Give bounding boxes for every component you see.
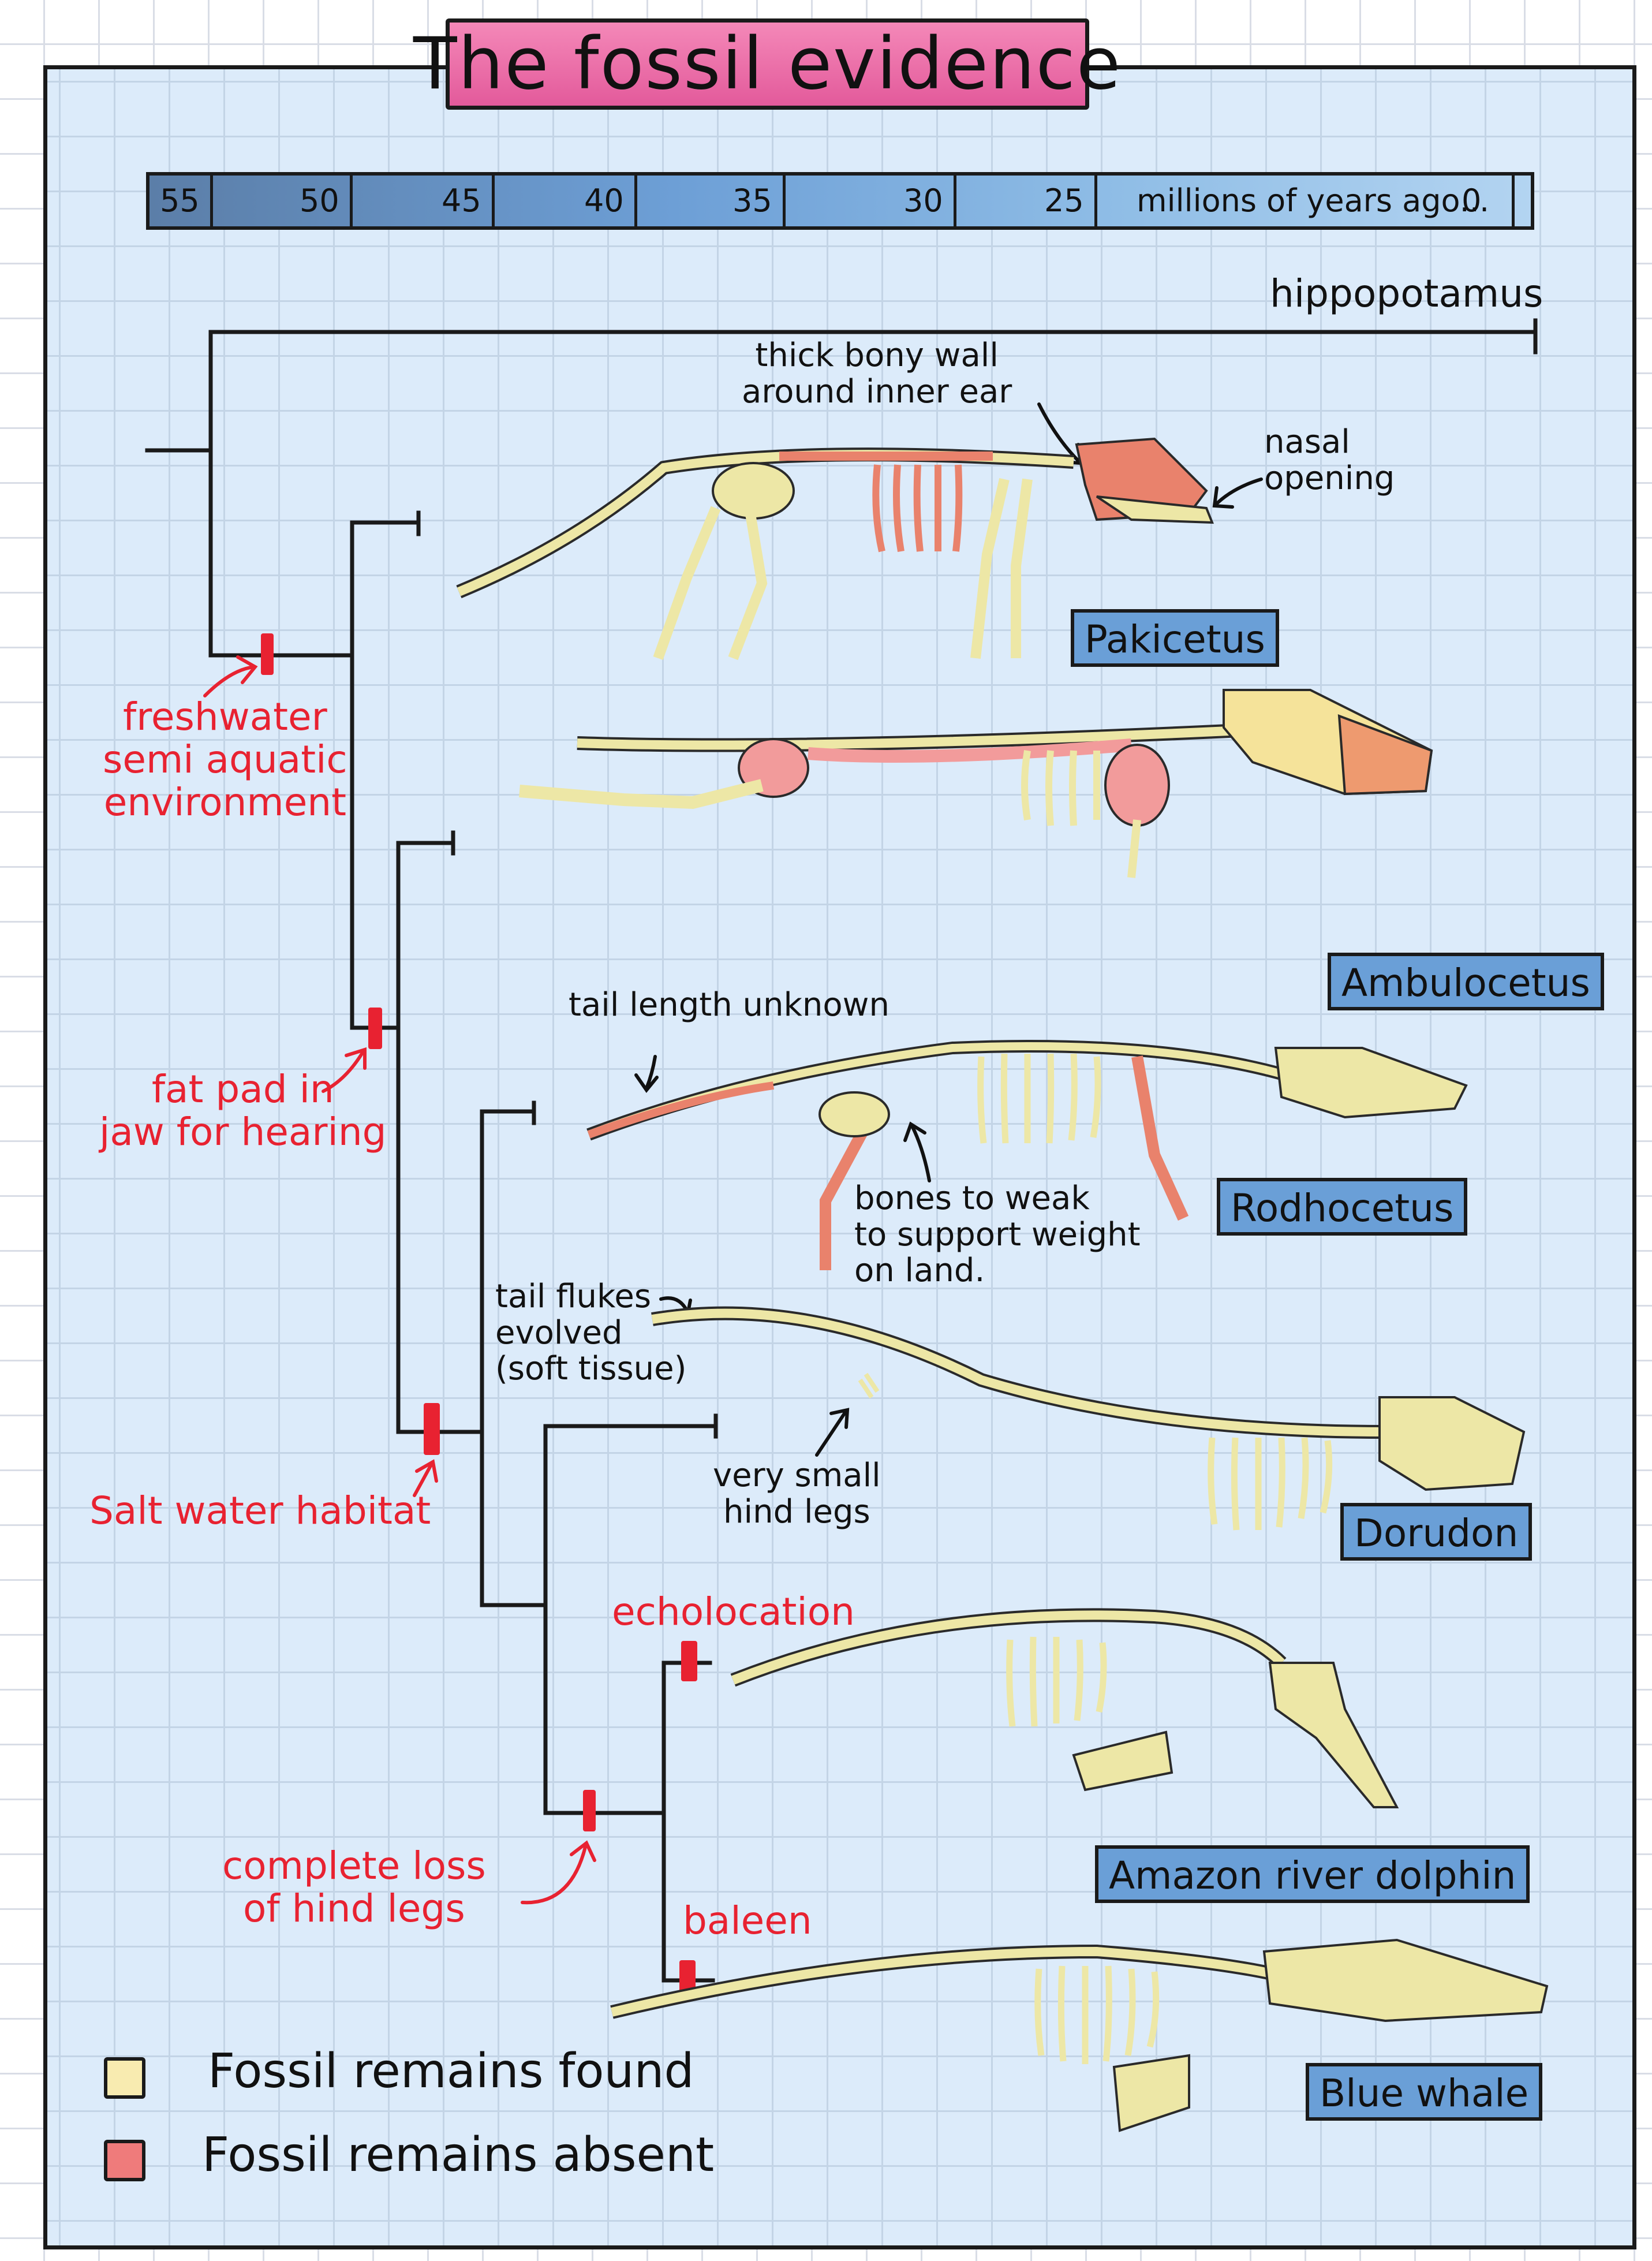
- taxon-pakicetus: Pakicetus: [1071, 609, 1279, 667]
- tree-branch-hippopotamus: [208, 318, 1538, 355]
- ambulocetus-skeleton: [519, 689, 1433, 878]
- arrow-small-legs: [815, 1408, 850, 1457]
- legend-swatch-found: [104, 2057, 145, 2099]
- trait-marker-freshwater: [261, 633, 274, 675]
- annotation-small-hind-legs: very small hind legs: [713, 1457, 881, 1531]
- legend-swatch-absent: [104, 2140, 145, 2181]
- tree-branch-rodhocetus: [480, 1100, 536, 1125]
- trait-marker-fat-pad: [368, 1008, 382, 1049]
- taxon-dorudon: Dorudon: [1340, 1503, 1533, 1561]
- arrow-weak-bones: [903, 1121, 931, 1182]
- annotation-tail-length: tail length unknown: [569, 986, 889, 1024]
- arrow-salt-water: [413, 1459, 438, 1497]
- taxon-rodhocetus: Rodhocetus: [1217, 1178, 1468, 1236]
- tree-branch-pakicetus: [350, 510, 421, 536]
- annotation-tail-flukes: tail flukes evolved (soft tissue): [495, 1278, 687, 1388]
- pakicetus-skeleton: [456, 437, 1214, 661]
- annotation-weak-bones: bones to weak to support weight on land.: [854, 1180, 1141, 1290]
- trait-marker-echolocation: [681, 1641, 697, 1681]
- trait-marker-salt-water: [424, 1403, 440, 1455]
- trait-label-baleen: baleen: [683, 1898, 812, 1943]
- trait-label-fat-pad: fat pad in jaw for hearing: [99, 1067, 387, 1154]
- arrow-freshwater: [203, 655, 258, 697]
- trait-label-freshwater: freshwater semi aquatic environment: [103, 695, 347, 824]
- taxon-ambulocetus: Ambulocetus: [1328, 953, 1604, 1010]
- arrow-fat-pad: [322, 1047, 367, 1093]
- dorudon-skeleton: [651, 1306, 1526, 1531]
- annotation-nasal-opening: nasal opening: [1264, 423, 1395, 497]
- diagram-frame: [43, 65, 1636, 2249]
- blue-whale-skeleton: [610, 1938, 1549, 2132]
- arrow-nasal: [1212, 477, 1263, 509]
- taxon-hippopotamus: hippopotamus: [1270, 271, 1543, 316]
- amazon-dolphin-skeleton: [730, 1608, 1399, 1808]
- trait-label-salt-water: Salt water habitat: [89, 1488, 431, 1533]
- timeline-bar: 55 50 45 40 35 30 25 millions of years a…: [146, 172, 1534, 230]
- arrow-hind-legs: [521, 1840, 596, 1905]
- legend-label-absent: Fossil remains absent: [202, 2128, 715, 2182]
- arrow-tail-unknown: [634, 1055, 659, 1093]
- taxon-amazon-river-dolphin: Amazon river dolphin: [1095, 1845, 1530, 1903]
- rodhocetus-skeleton: [586, 1040, 1468, 1270]
- tree-branch-dorudon: [543, 1413, 718, 1439]
- trait-marker-hind-legs: [583, 1790, 596, 1831]
- taxon-blue-whale: Blue whale: [1306, 2063, 1543, 2121]
- trait-label-echolocation: echolocation: [612, 1590, 855, 1634]
- annotation-inner-ear: thick bony wall around inner ear: [742, 337, 1012, 411]
- tree-branch-ambulocetus: [396, 830, 455, 856]
- trait-label-hind-legs: complete loss of hind legs: [222, 1844, 486, 1931]
- page-title: The fossil evidence: [413, 18, 1120, 110]
- timeline-units: millions of years ago...: [1137, 182, 1490, 219]
- legend-label-found: Fossil remains found: [208, 2044, 694, 2099]
